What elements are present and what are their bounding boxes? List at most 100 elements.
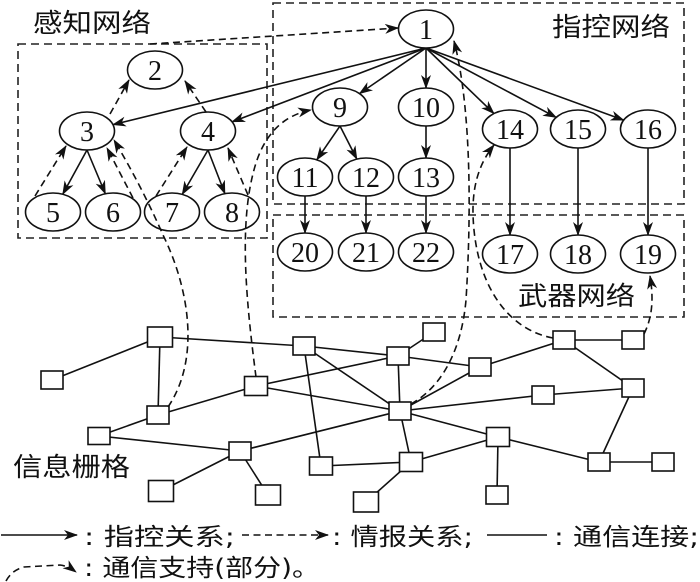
comm-link bbox=[303, 345, 322, 467]
node-label: 3 bbox=[80, 117, 94, 148]
node-ellipse bbox=[549, 234, 607, 274]
comm-link bbox=[157, 385, 257, 416]
comm-link bbox=[98, 435, 241, 452]
comm-link bbox=[479, 339, 565, 368]
node-ellipse bbox=[311, 87, 369, 127]
information-grid-nodes bbox=[40, 322, 675, 513]
node-ellipse bbox=[58, 111, 116, 151]
grid-node bbox=[228, 441, 252, 461]
node-label: 7 bbox=[165, 198, 179, 229]
command-edge-1-15 bbox=[425, 47, 558, 119]
grid-node bbox=[87, 426, 111, 446]
node-label: 8 bbox=[225, 198, 239, 229]
comm-link bbox=[239, 410, 401, 452]
node-label: 5 bbox=[46, 198, 60, 229]
node-ellipse bbox=[143, 192, 201, 232]
node-21: 21 bbox=[337, 232, 395, 272]
node-1: 1 bbox=[397, 9, 455, 49]
node-label: 21 bbox=[352, 238, 380, 269]
command-edge-9-12 bbox=[339, 125, 358, 160]
command-edge-1-3 bbox=[111, 47, 427, 127]
grid-node bbox=[587, 452, 611, 472]
node-12: 12 bbox=[337, 157, 395, 197]
grid-node bbox=[398, 451, 424, 473]
comm-link bbox=[303, 345, 401, 412]
node-label: 19 bbox=[634, 240, 662, 271]
command-network-box bbox=[272, 2, 685, 205]
node-15: 15 bbox=[549, 109, 607, 149]
command-edge-1-9 bbox=[358, 47, 427, 95]
command-edge-4-7 bbox=[181, 149, 209, 196]
grid-node bbox=[485, 485, 509, 505]
command-edge-4-8 bbox=[207, 149, 226, 195]
grid-node bbox=[531, 385, 555, 405]
node-7: 7 bbox=[143, 192, 201, 232]
grid-node bbox=[146, 405, 170, 425]
node-ellipse bbox=[276, 157, 334, 197]
node-ellipse bbox=[24, 192, 82, 232]
grid-node bbox=[40, 370, 64, 390]
node-label: 11 bbox=[292, 163, 319, 194]
communication-support-edges bbox=[113, 40, 658, 408]
command-edge-1-4 bbox=[231, 47, 427, 123]
node-label: 14 bbox=[496, 115, 524, 146]
node-ellipse bbox=[619, 234, 677, 274]
comm-link bbox=[303, 345, 399, 357]
node-11: 11 bbox=[276, 157, 334, 197]
legend: : 指控关系; : 情报关系; : 通信连接; : 通信支持(部分)。 bbox=[1, 523, 699, 582]
grid-node bbox=[422, 322, 446, 342]
node-label: 15 bbox=[564, 115, 592, 146]
node-label: 18 bbox=[564, 240, 592, 271]
node-ellipse bbox=[397, 157, 455, 197]
node-2: 2 bbox=[126, 50, 184, 90]
sensing-network-label: 感知网络 bbox=[33, 9, 151, 39]
node-ellipse bbox=[179, 111, 237, 151]
node-20: 20 bbox=[276, 232, 334, 272]
sensing-network-box bbox=[17, 43, 268, 239]
command-edge-9-11 bbox=[316, 125, 341, 161]
node-6: 6 bbox=[84, 192, 142, 232]
grid-node bbox=[308, 456, 334, 476]
node-ellipse bbox=[397, 232, 455, 272]
node-ellipse bbox=[549, 109, 607, 149]
node-22: 22 bbox=[397, 232, 455, 272]
node-label: 17 bbox=[496, 240, 524, 271]
node-label: 4 bbox=[201, 117, 215, 148]
node-3: 3 bbox=[58, 111, 116, 151]
comm-link bbox=[397, 355, 481, 368]
grid-node bbox=[651, 452, 675, 472]
command-and-intel-edges bbox=[34, 23, 653, 236]
node-5: 5 bbox=[24, 192, 82, 232]
comm-link bbox=[255, 385, 401, 412]
node-17: 17 bbox=[481, 234, 539, 274]
node-ellipse bbox=[337, 157, 395, 197]
node-14: 14 bbox=[481, 109, 539, 149]
node-label: 22 bbox=[412, 238, 440, 269]
legend-intel-label: : 情报关系; bbox=[332, 523, 473, 551]
node-9: 9 bbox=[311, 87, 369, 127]
node-13: 13 bbox=[397, 157, 455, 197]
comm-support-edge-grid13-to-14 bbox=[472, 144, 554, 339]
node-ellipse bbox=[397, 9, 455, 49]
grid-node bbox=[552, 330, 576, 350]
node-ellipse bbox=[619, 109, 677, 149]
grid-node bbox=[468, 357, 492, 377]
command-edge-1-14 bbox=[425, 47, 495, 115]
comm-link bbox=[497, 436, 600, 463]
node-label: 10 bbox=[412, 93, 440, 124]
intel-edge-7-4 bbox=[155, 146, 188, 197]
node-label: 20 bbox=[291, 238, 319, 269]
intel-edge-5-3 bbox=[34, 145, 67, 197]
grid-node bbox=[147, 479, 175, 503]
intel-edge-6-3 bbox=[106, 147, 134, 199]
comm-support-edge-grid4-to-3 bbox=[113, 139, 189, 408]
grid-node bbox=[292, 336, 316, 356]
node-label: 12 bbox=[352, 163, 380, 194]
comm-link bbox=[399, 410, 499, 438]
comm-link bbox=[255, 355, 399, 387]
command-edge-3-5 bbox=[62, 149, 88, 196]
node-label: 16 bbox=[634, 115, 662, 146]
node-16: 16 bbox=[619, 109, 677, 149]
node-ellipse bbox=[84, 192, 142, 232]
